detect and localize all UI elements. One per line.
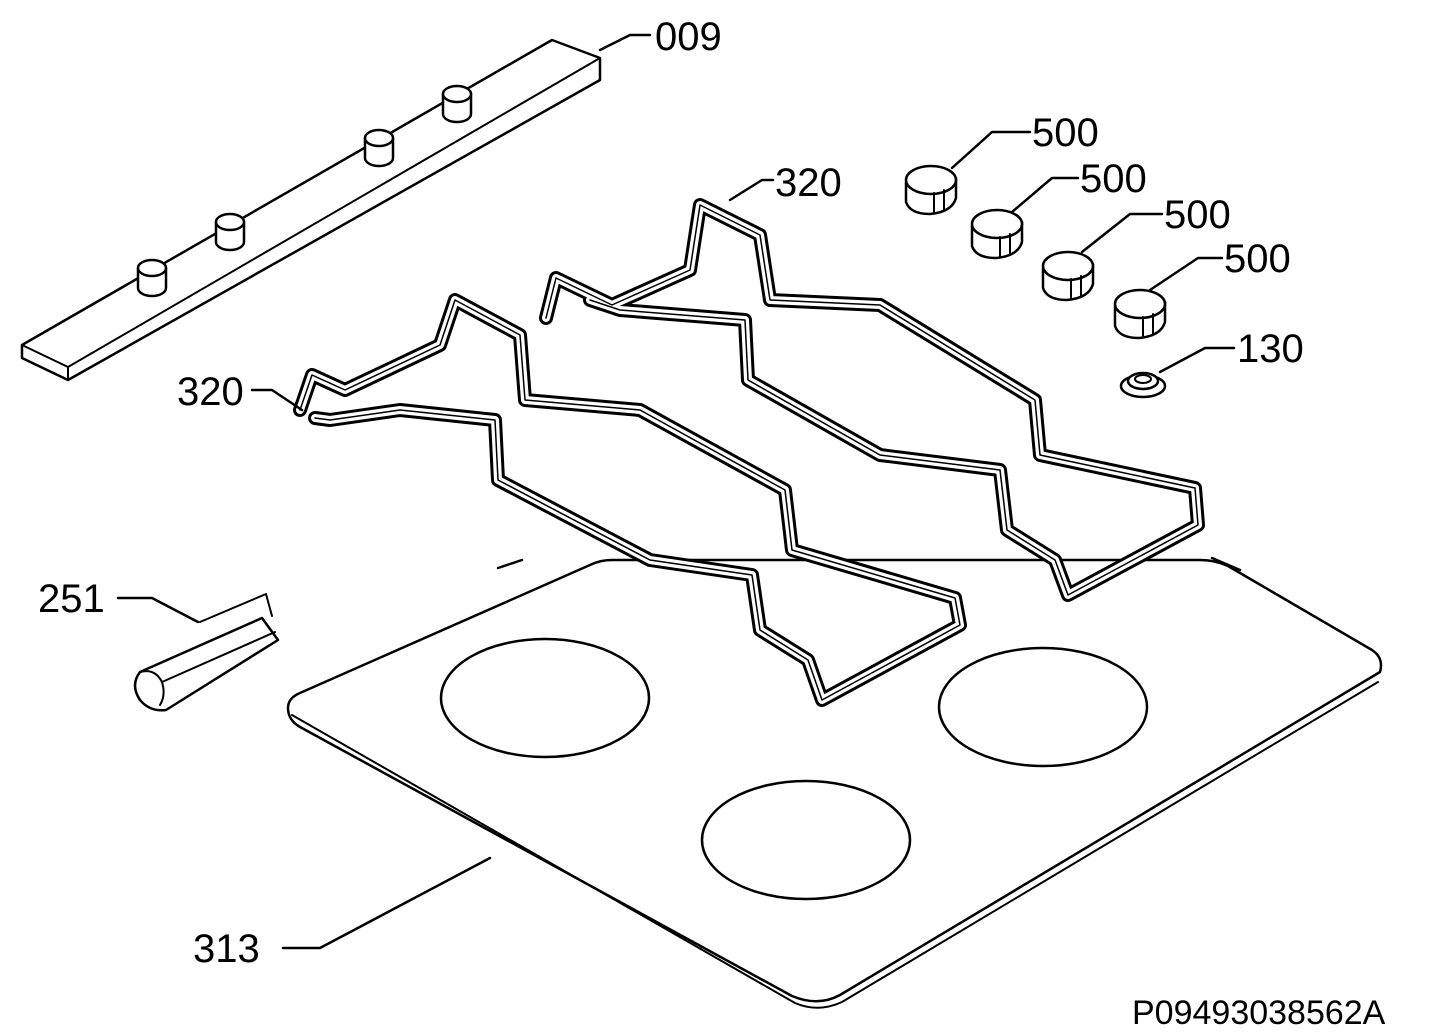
strip-pin-4 [441, 84, 473, 124]
strip-pin-2 [214, 212, 246, 252]
leader-lines [116, 33, 1242, 950]
control-knob-2 [970, 208, 1024, 260]
label-pan-support-right: 320 [775, 161, 842, 205]
hob-top-plate [286, 558, 1383, 1009]
pan-support-left [293, 293, 967, 707]
control-knob-3 [1041, 250, 1095, 302]
strip-pin-1 [136, 258, 168, 298]
label-knob-2: 500 [1080, 157, 1147, 201]
label-pan-support-left: 320 [177, 370, 244, 414]
burner-hole-front [700, 779, 912, 901]
burner-hole-right [937, 646, 1149, 768]
drawing-code: P09493038562A [1132, 994, 1386, 1032]
label-knob-1: 500 [1032, 111, 1099, 155]
strip-pin-3 [363, 128, 395, 168]
ignition-button [1119, 371, 1167, 399]
burner-hole-left [439, 637, 651, 759]
label-strip: 009 [655, 15, 722, 59]
label-clip: 251 [38, 577, 105, 621]
fixing-clip [133, 593, 280, 712]
label-hob-top: 313 [193, 927, 260, 971]
control-strip [20, 38, 602, 382]
label-knob-4: 500 [1224, 237, 1291, 281]
pan-support-right [539, 198, 1205, 602]
control-knob-4 [1113, 288, 1167, 340]
control-knob-1 [904, 164, 958, 216]
label-button: 130 [1237, 327, 1304, 371]
label-knob-3: 500 [1164, 193, 1231, 237]
